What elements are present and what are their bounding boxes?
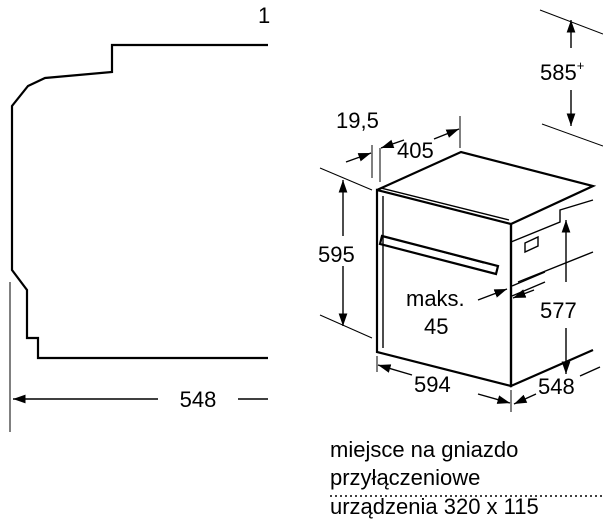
front-offset-arrow-right [380,139,405,149]
width-label: 594 [414,372,451,397]
side-profile-outline [10,43,268,360]
niche-depth-label: 585+ [540,58,584,85]
oven-top-face [376,150,597,225]
depth-label: 548 [538,374,575,399]
depth-arrow-left [513,393,537,405]
depth-arrow-right [579,366,601,377]
height-ext-top [319,167,373,191]
front-offset-arrow-left [345,152,372,163]
note-line-3: urządzenia 320 x 115 [330,494,539,519]
side-depth-label: 548 [180,387,217,412]
oven-side-notch [524,235,539,254]
max-gap-leader [477,288,508,301]
oven-door-handle-inner [397,239,485,264]
front-offset-label: 19,5 [336,108,379,133]
max-value-label: 45 [424,314,448,339]
note-line-1: miejsce na gniazdo [330,437,518,462]
top-cut-label: 1 [258,3,270,28]
height-label: 595 [318,242,355,267]
height-ext-bottom [319,314,373,339]
isometric-oven-view: 19,5 405 585+ 595 maks. 45 577 594 [318,9,603,497]
note-line-2: przyłączeniowe [330,465,480,490]
oven-door-handle [378,234,500,276]
max-gap-line-upper [511,271,546,287]
niche-height-label: 577 [540,298,577,323]
top-offset-label: 405 [397,138,434,163]
side-profile-view: 548 1 [9,3,270,432]
width-arrow-left [377,364,413,376]
oven-side-panel-line [517,251,594,283]
max-label: maks. [406,286,465,311]
niche-depth-ext-bottom [541,123,603,147]
oven-top-edge [380,187,510,221]
max-gap-arrow-lower [512,289,535,299]
niche-depth-suffix: + [577,58,585,73]
top-offset-arrow [433,128,460,140]
width-arrow-right [477,393,511,404]
oven-side-rear [510,199,594,243]
